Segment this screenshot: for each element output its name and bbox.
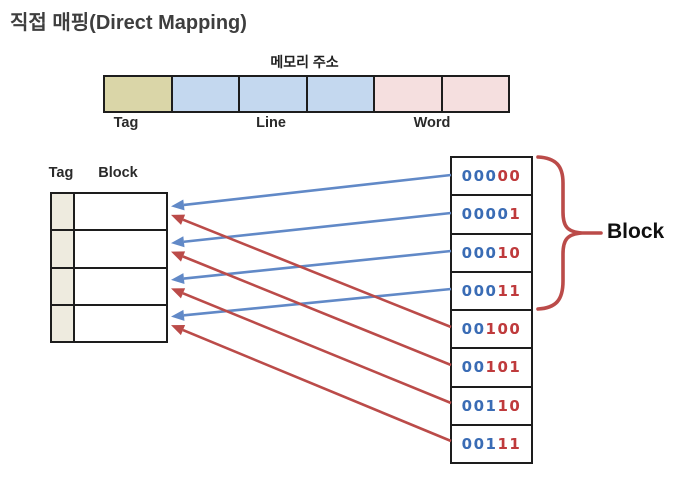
mapping-arrow-line <box>182 218 452 329</box>
cache-line-row <box>52 229 166 267</box>
field-label-word: Word <box>413 115 451 131</box>
mapping-arrow-head <box>171 325 186 336</box>
address-bits-blue: 000 <box>461 243 498 262</box>
address-bits-red: 00 <box>497 167 522 186</box>
line-segment <box>305 77 373 111</box>
cache-line-row <box>52 266 166 304</box>
cache-line-row <box>52 194 166 230</box>
cache-col-header-tag: Tag <box>48 165 74 181</box>
mapping-arrow-head <box>171 214 186 225</box>
mapping-arrow-line <box>182 255 452 367</box>
word-segment <box>373 77 441 111</box>
cache-tag-cell <box>52 194 75 230</box>
cache-tag-cell <box>52 231 75 267</box>
mapping-arrow-head <box>171 309 185 321</box>
block-group-brace <box>536 155 603 311</box>
mapping-arrow-head <box>171 199 185 211</box>
cache-block-cell <box>75 268 166 304</box>
address-bits-blue: 0000 <box>461 205 510 224</box>
tag-segment <box>105 77 171 111</box>
mapping-arrow-head <box>171 236 185 248</box>
mapping-arrow-line <box>183 287 452 317</box>
cache-tag-cell <box>52 305 75 341</box>
address-bits-red: 10 <box>497 243 522 262</box>
mapping-arrow-line <box>183 211 452 244</box>
cache-block-cell <box>75 194 166 230</box>
address-bits-red: 1 <box>509 205 522 224</box>
block-brace-label: Block <box>607 220 665 243</box>
cache-col-header-block: Block <box>98 165 138 181</box>
mapping-arrow-line <box>183 173 452 207</box>
address-bits-blue: 000 <box>461 281 498 300</box>
line-segment <box>170 77 238 111</box>
memory-address-label: 메모리 주소 <box>270 54 339 70</box>
address-bits-red: 10 <box>497 396 522 415</box>
mapping-arrow-line <box>182 292 452 405</box>
address-bits-blue: 00 <box>461 358 486 377</box>
cache-tag-cell <box>52 268 75 304</box>
cache-line-row <box>52 303 166 341</box>
address-bits-blue: 001 <box>461 396 498 415</box>
address-bits-red: 11 <box>497 281 522 300</box>
mapping-arrow-head <box>171 273 185 285</box>
field-label-line: Line <box>256 115 286 131</box>
address-bits-red: 11 <box>497 434 522 453</box>
address-bits-blue: 001 <box>461 434 498 453</box>
address-bits-red: 100 <box>485 320 522 339</box>
mapping-arrow-line <box>182 328 452 443</box>
word-segment <box>440 77 508 111</box>
mapping-arrow-line <box>183 249 452 280</box>
address-bits-blue: 00 <box>461 320 486 339</box>
cache-block-cell <box>75 305 166 341</box>
address-bits-blue: 000 <box>461 167 498 186</box>
line-segment <box>238 77 306 111</box>
cache-table <box>50 192 168 343</box>
mapping-arrow-head <box>171 288 186 299</box>
cache-block-cell <box>75 231 166 267</box>
address-bits-red: 101 <box>485 358 522 377</box>
memory-address-bar <box>103 75 510 113</box>
page-title: 직접 매핑(Direct Mapping) <box>10 12 247 34</box>
field-label-tag: Tag <box>113 115 139 131</box>
mapping-arrow-head <box>171 251 186 262</box>
